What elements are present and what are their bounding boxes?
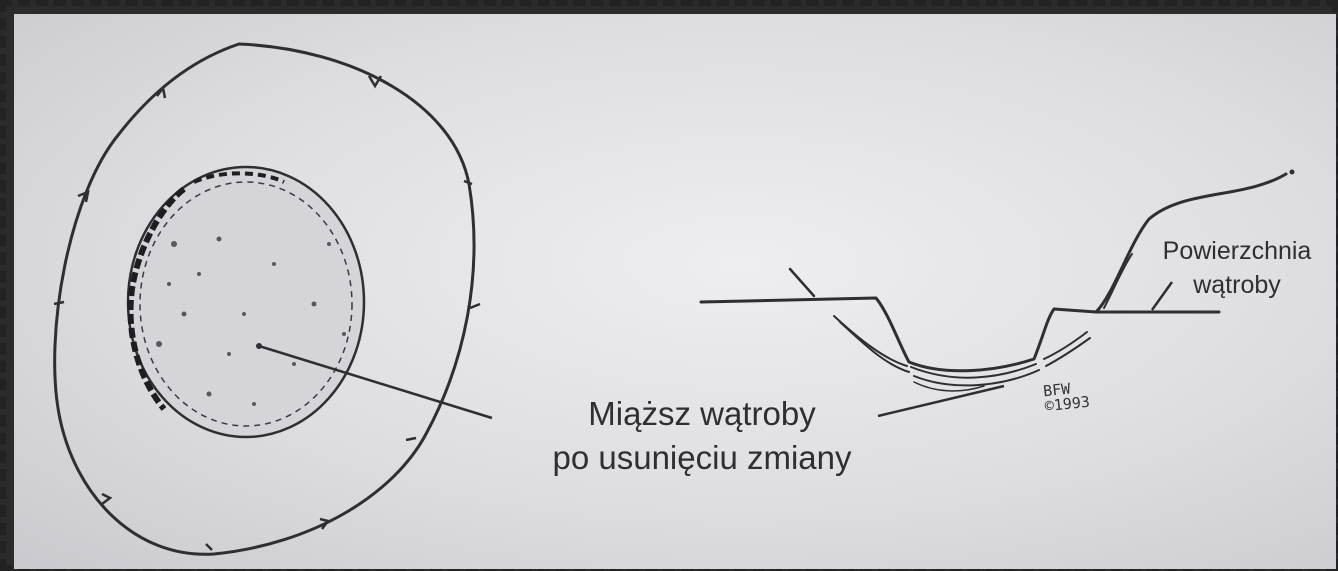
outline-tick-marks <box>53 75 481 551</box>
book-page: Miąższ wątroby po usunięciu zmiany Powie… <box>14 14 1336 569</box>
parenchyma-label-line2: po usunięciu zmiany <box>552 439 852 476</box>
parenchyma-label: Miąższ wątroby po usunięciu zmiany <box>532 392 872 480</box>
parenchyma-leader-line-right <box>877 384 1005 418</box>
artist-signature: BFW ©1993 <box>1042 380 1090 416</box>
liver-surface-label-line2: wątroby <box>1193 271 1281 299</box>
liver-resection-illustration <box>53 42 1295 556</box>
liver-outline <box>53 42 476 556</box>
surface-leader-line <box>1150 281 1174 311</box>
surface-line-end-dot <box>1289 169 1295 175</box>
parenchyma-leader-line-left <box>258 344 493 420</box>
liver-surface-label: Powierzchnia wątroby <box>1152 234 1322 302</box>
cross-section <box>699 172 1288 392</box>
liver-surface-label-line1: Powierzchnia <box>1162 237 1312 265</box>
resection-site <box>126 165 366 439</box>
parenchyma-label-line1: Miąższ wątroby <box>588 395 816 432</box>
